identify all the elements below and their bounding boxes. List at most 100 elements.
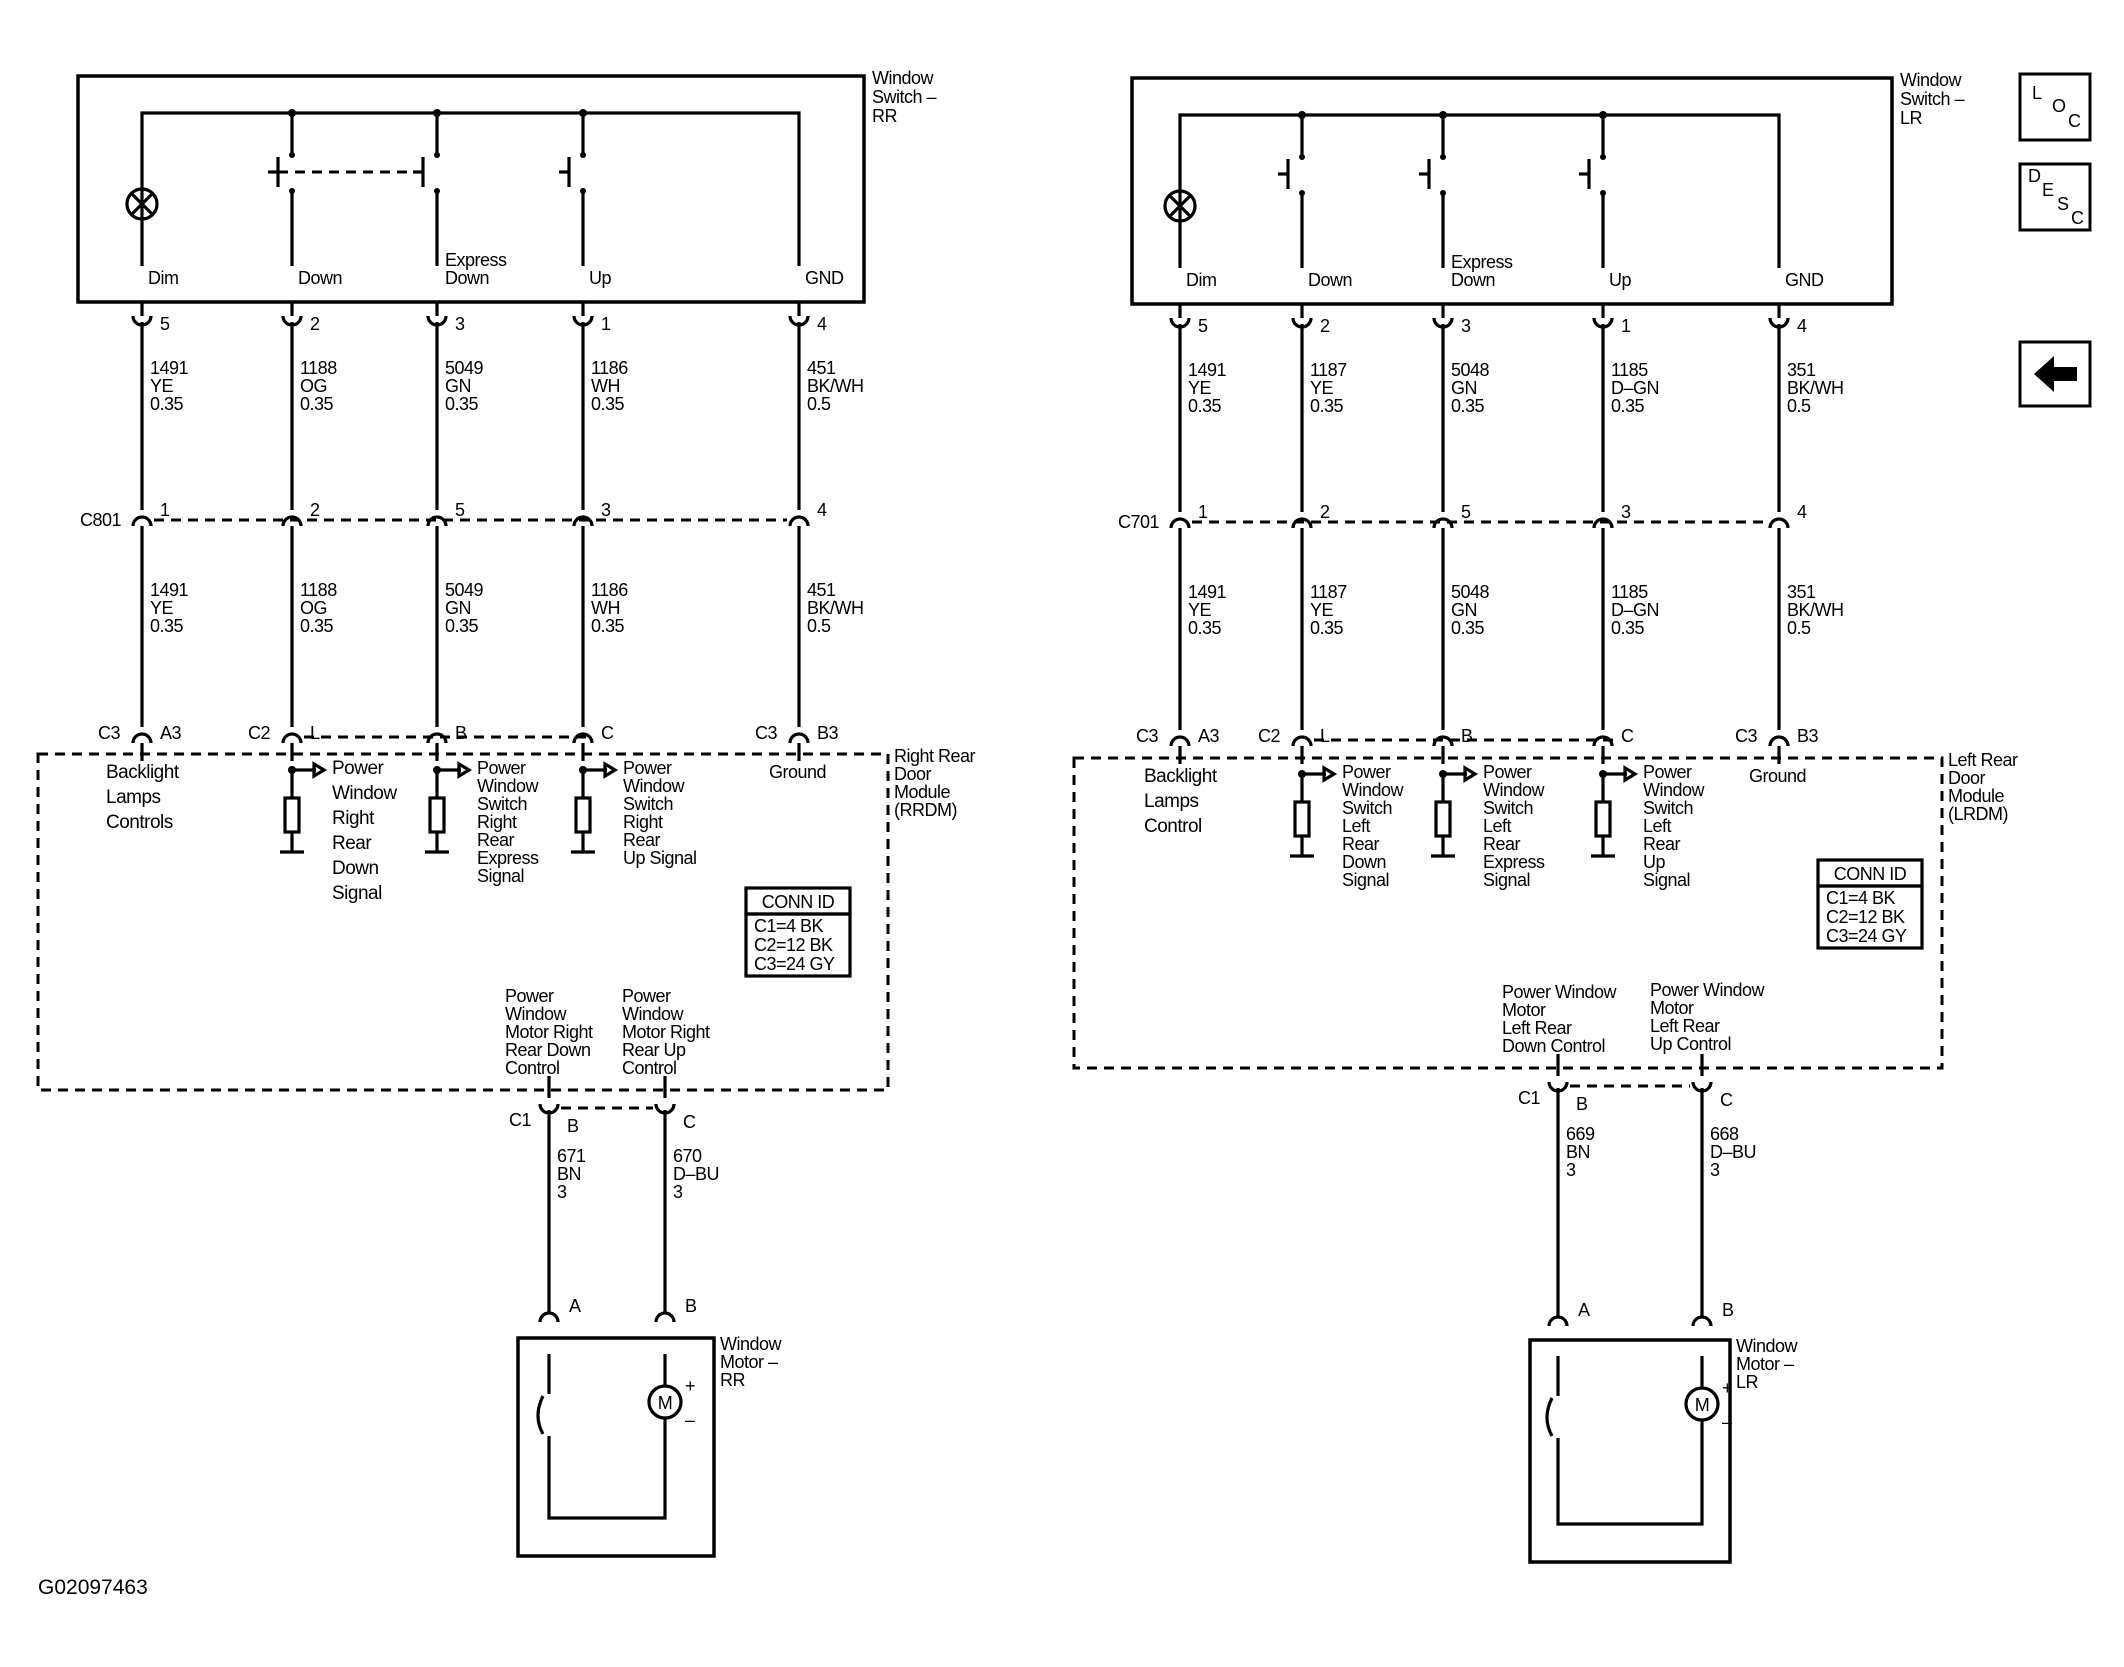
- module-title: Door: [1948, 768, 1986, 788]
- pin-number: A3: [1198, 726, 1220, 746]
- pin-number: A: [569, 1296, 581, 1316]
- switch-contact-contact: [289, 152, 295, 158]
- function-label: Power: [477, 758, 526, 778]
- function-label: Window: [1483, 780, 1546, 800]
- signal-arrow-icon: [603, 761, 619, 779]
- conn-id-table: [1816, 884, 1924, 950]
- switch-contact-contact: [1440, 154, 1446, 160]
- function-label: Rear: [332, 833, 372, 854]
- function-label: Switch: [1483, 798, 1533, 818]
- desc-button[interactable]: D E S C: [2018, 162, 2092, 232]
- inline-terminal: [572, 515, 594, 527]
- wire-spec: 1188: [300, 580, 337, 600]
- conn-id-title: CONN ID: [762, 892, 835, 912]
- function-label: Up Signal: [623, 848, 697, 868]
- function-label: Switch: [1643, 798, 1693, 818]
- function-label: Right: [623, 812, 663, 832]
- module-title: (LRDM): [1948, 804, 2008, 824]
- conn-id-row: C2=12 BK: [754, 935, 833, 955]
- pin-number: 5: [1198, 316, 1208, 336]
- wire-spec: BN: [557, 1164, 581, 1184]
- function-label: Rear: [1483, 834, 1521, 854]
- function-label: Right: [477, 812, 517, 832]
- wire-spec: GN: [445, 598, 471, 618]
- connector-name: C2: [248, 723, 270, 743]
- function-label: Power: [623, 758, 672, 778]
- wire-spec: 0.35: [300, 394, 334, 414]
- signal-arrow-icon: [1322, 765, 1338, 783]
- pin-number: 5: [160, 314, 170, 334]
- conn-id-row: C2=12 BK: [1826, 907, 1905, 927]
- wire-spec: BK/WH: [807, 598, 864, 618]
- loc-button[interactable]: L O C: [2018, 72, 2092, 142]
- wire-spec: 0.35: [1611, 396, 1645, 416]
- function-label: Switch: [623, 794, 673, 814]
- lamp-icon: [125, 187, 159, 221]
- connector-name: C3: [755, 723, 777, 743]
- function-label: Rear: [477, 830, 515, 850]
- wire-spec: YE: [1310, 600, 1334, 620]
- wire-spec: 0.5: [807, 616, 831, 636]
- pullup-resistor-icon: [574, 796, 592, 834]
- module-title: Right Rear: [894, 746, 976, 766]
- function-label: Left: [1483, 816, 1512, 836]
- wire-spec: 3: [673, 1182, 683, 1202]
- module-terminal: [1169, 735, 1191, 747]
- wire-spec: 0.35: [1611, 618, 1645, 638]
- lamp-icon: [1168, 194, 1192, 218]
- pin-name: Dim: [1186, 270, 1217, 290]
- back-button[interactable]: [2018, 340, 2092, 408]
- switch-contact-contact: [580, 188, 586, 194]
- loc-letter-l: L: [2032, 83, 2042, 103]
- connector-name: C2: [1258, 726, 1280, 746]
- door-module-box: [36, 752, 890, 1092]
- lamp-icon: [130, 192, 154, 216]
- pin-number: B: [567, 1116, 579, 1136]
- switch-title: Window: [872, 68, 935, 88]
- connector-name: C3: [1136, 726, 1158, 746]
- wire-spec: 0.35: [300, 616, 334, 636]
- wire-spec: YE: [1188, 378, 1212, 398]
- function-label: Power: [1643, 762, 1692, 782]
- wire-spec: 0.35: [1310, 396, 1344, 416]
- conn-id-table: [744, 912, 852, 978]
- wire: [1556, 1420, 1704, 1526]
- pin-number: C: [601, 723, 614, 743]
- wire-spec: 0.35: [150, 394, 184, 414]
- wire-spec: GN: [445, 376, 471, 396]
- inline-connector-name: C801: [80, 510, 122, 530]
- motor-polarity: +: [685, 1376, 695, 1396]
- pin-number: A3: [160, 723, 182, 743]
- function-label: Signal: [1483, 870, 1530, 890]
- switch-contact-contact: [289, 188, 295, 194]
- wire-spec: 0.5: [807, 394, 831, 414]
- pin-number: 3: [601, 500, 611, 520]
- function-label: Window: [1342, 780, 1405, 800]
- motor-control-label: Power Window: [1502, 982, 1618, 1002]
- desc-letter-c: C: [2071, 208, 2084, 228]
- pin-number: 1: [1198, 502, 1208, 522]
- pin-number: 3: [455, 314, 465, 334]
- wire-spec: OG: [300, 376, 327, 396]
- pin-number: B: [1576, 1094, 1588, 1114]
- module-terminal: [281, 732, 303, 744]
- function-label: Backlight: [1144, 766, 1218, 787]
- motor-title: LR: [1736, 1372, 1759, 1392]
- wire-spec: 1491: [1188, 360, 1227, 380]
- wire-spec: 668: [1710, 1124, 1739, 1144]
- motor-control-label: Control: [622, 1058, 677, 1078]
- inline-terminal: [131, 515, 153, 527]
- function-label: Signal: [1342, 870, 1389, 890]
- switch-title: Switch –: [872, 87, 937, 107]
- module-terminal: [572, 732, 594, 744]
- conn-id-row: C3=24 GY: [1826, 926, 1907, 946]
- pin-name: Down: [1451, 270, 1495, 290]
- wire-spec: YE: [1188, 600, 1212, 620]
- signal-arrow-icon: [1463, 765, 1479, 783]
- wire-spec: 0.5: [1787, 396, 1811, 416]
- function-label: Up: [1643, 852, 1665, 872]
- motor-control-label: Motor Right: [505, 1022, 593, 1042]
- pullup-resistor-icon: [1293, 800, 1311, 838]
- wire-spec: BN: [1566, 1142, 1590, 1162]
